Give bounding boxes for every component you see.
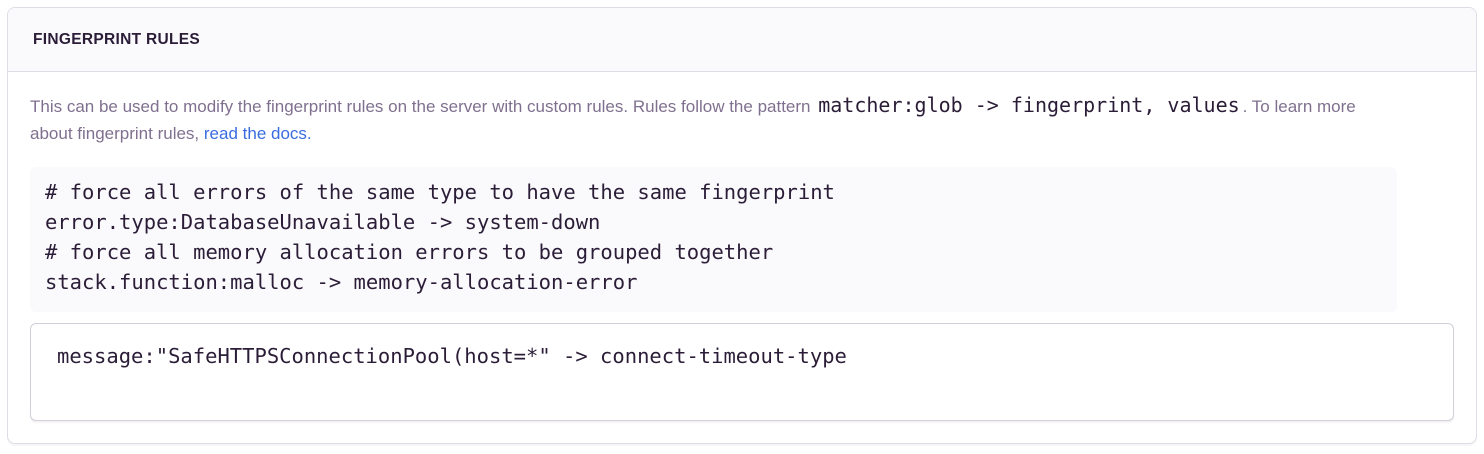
panel-body: This can be used to modify the fingerpri…	[8, 72, 1476, 443]
panel-title: FINGERPRINT RULES	[33, 30, 200, 48]
fingerprint-rules-example-code: # force all errors of the same type to h…	[30, 167, 1397, 312]
pattern-inline-code: matcher:glob -> fingerprint, values	[818, 93, 1240, 117]
fingerprint-rules-description: This can be used to modify the fingerpri…	[30, 92, 1395, 147]
fingerprint-rules-panel: FINGERPRINT RULES This can be used to mo…	[7, 7, 1477, 444]
read-the-docs-link[interactable]: read the docs.	[203, 124, 312, 143]
panel-header: FINGERPRINT RULES	[8, 8, 1476, 72]
description-text-after-code: . To learn more about fingerprint rules,	[30, 97, 1356, 143]
description-text-before-code: This can be used to modify the fingerpri…	[30, 97, 816, 116]
fingerprint-rules-textarea[interactable]: message:"SafeHTTPSConnectionPool(host=*"…	[30, 323, 1454, 421]
